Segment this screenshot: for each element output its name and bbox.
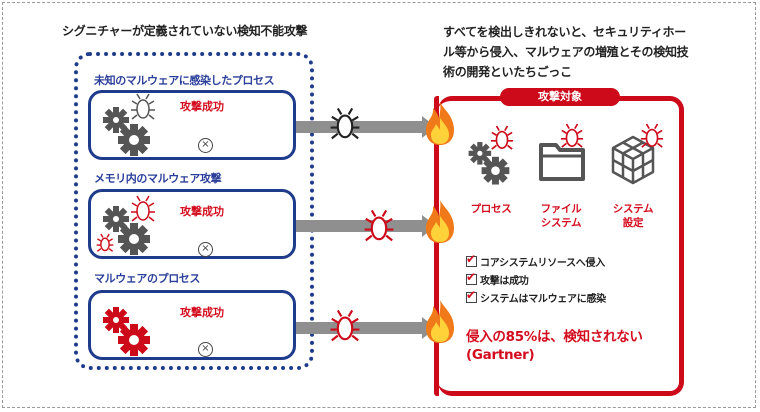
attack-arrow-3-outer [296, 322, 422, 334]
target-label-system-settings: システム 設定 [612, 203, 654, 229]
undetectable-attacks-group [74, 52, 314, 370]
checkbox-checked-icon: ✔ [466, 288, 477, 303]
cross-circle-icon: × [198, 342, 213, 357]
statistic-source: (Gartner) [466, 347, 535, 363]
cube-grid-icon [611, 135, 655, 185]
red-bug-icon [560, 123, 584, 148]
target-label-file-system: ファイル システム [540, 203, 582, 229]
gears-icon [103, 206, 150, 255]
red-bug-icon [96, 233, 114, 252]
flame-icon [426, 200, 454, 243]
flame-icon [426, 102, 454, 145]
checklist-text: システムはマルウェアに感染 [480, 294, 606, 305]
attack-target-tab: 攻撃対象 [500, 88, 620, 106]
cross-circle-icon: × [198, 138, 213, 153]
checkbox-checked-icon: ✔ [466, 270, 477, 285]
checklist-text: 攻撃は成功 [480, 276, 529, 287]
left-title: シグニチャーが定義されていない検知不能攻撃 [62, 24, 308, 38]
target-label-process: プロセス [470, 203, 512, 215]
gears-icon [103, 107, 150, 156]
group-label-malware-process: マルウェアのプロセス [94, 272, 200, 285]
attack-target-box-edge [434, 96, 439, 396]
right-title: すべてを検出しきれないと、セキュリティホール等から侵入、マルウェアの増殖とその検… [443, 25, 689, 79]
infected-gears-icon [103, 307, 150, 356]
cross-circle-icon: × [198, 242, 213, 257]
gears-icon [468, 142, 510, 185]
checklist-item: ✔攻撃は成功 [466, 270, 529, 287]
attack-success-label-1: 攻撃成功 [180, 100, 224, 113]
statistic-main: 侵入の85%は、検知されない [466, 329, 643, 345]
checkbox-checked-icon: ✔ [466, 252, 477, 267]
red-bug-icon [364, 209, 394, 242]
bug-icon [131, 93, 155, 120]
detection-statistic: 侵入の85%は、検知されない (Gartner) [466, 328, 643, 364]
attack-arrow-2-outer [296, 220, 422, 232]
red-bug-icon [490, 125, 514, 150]
checklist-item: ✔システムはマルウェアに感染 [466, 288, 606, 305]
bug-icon [330, 107, 360, 140]
folder-icon [539, 143, 585, 181]
red-bug-icon [131, 195, 155, 222]
checklist-item: ✔コアシステムリソースへ侵入 [466, 252, 605, 269]
red-bug-icon [330, 309, 360, 342]
attack-success-label-3: 攻撃成功 [180, 306, 224, 319]
flame-icon [426, 300, 454, 343]
diagram-frame [2, 2, 756, 408]
attack-success-label-2: 攻撃成功 [180, 205, 224, 218]
group-label-memory-attack: メモリ内のマルウェア攻撃 [94, 172, 222, 185]
group-label-unknown-malware: 未知のマルウェアに感染したプロセス [94, 74, 275, 87]
red-bug-icon [640, 123, 664, 148]
checklist-text: コアシステムリソースへ侵入 [480, 258, 605, 269]
